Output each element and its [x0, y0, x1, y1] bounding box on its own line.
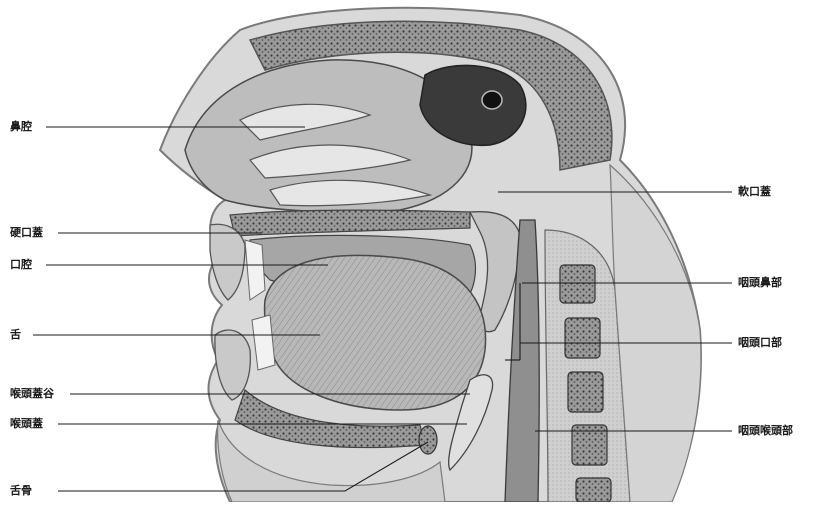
label-oropharynx: 咽頭口部	[738, 336, 782, 350]
label-tongue: 舌	[10, 328, 21, 342]
sinus-opening	[482, 91, 502, 109]
hyoid-bone	[419, 426, 437, 454]
label-laryngopharynx: 咽頭喉頭部	[738, 424, 793, 438]
vertebra-3	[568, 372, 603, 412]
vertebra-2	[565, 318, 600, 358]
label-soft-palate: 軟口蓋	[738, 185, 771, 199]
label-oral-cavity: 口腔	[10, 258, 32, 272]
label-hyoid: 舌骨	[10, 484, 32, 498]
label-epiglottis: 喉頭蓋	[10, 417, 43, 431]
vertebra-5	[576, 478, 611, 502]
label-hard-palate: 硬口蓋	[10, 226, 43, 240]
vertebra-1	[560, 265, 595, 303]
label-nasopharynx: 咽頭鼻部	[738, 276, 782, 290]
label-vallecula: 喉頭蓋谷	[10, 387, 54, 401]
label-nasal-cavity: 鼻腔	[10, 120, 32, 134]
